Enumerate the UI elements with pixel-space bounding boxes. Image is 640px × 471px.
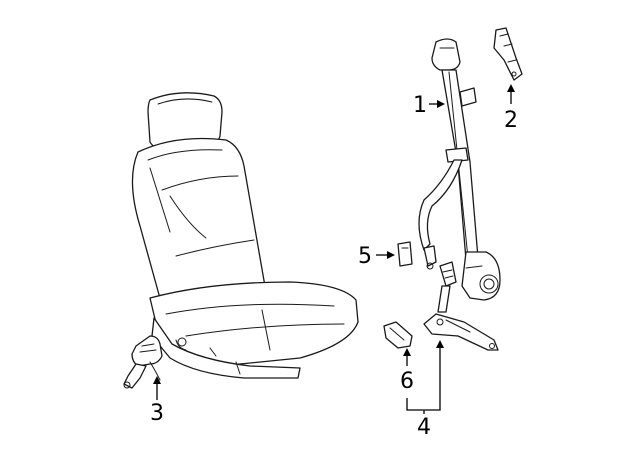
anchor-strap	[437, 285, 451, 313]
anchor-plate	[423, 313, 499, 351]
buckle-strap	[123, 363, 147, 389]
belt-bracket-part	[493, 27, 523, 81]
leader-lines	[153, 84, 515, 414]
seat-base	[151, 317, 301, 379]
callout-2: 2	[504, 108, 518, 133]
callout-1: 1	[413, 93, 427, 118]
bracket-body	[493, 27, 523, 81]
belt-clip	[445, 147, 469, 163]
tongue-strap	[418, 159, 463, 251]
callout-4: 4	[417, 415, 431, 440]
retractor	[461, 251, 501, 301]
upper-guide	[431, 38, 461, 71]
trim-cover-part-6	[383, 321, 413, 349]
cover-part-5	[397, 241, 413, 267]
cover-5-body	[397, 241, 413, 267]
callout-6: 6	[400, 369, 414, 394]
seat-belt-assembly-part	[418, 38, 501, 301]
height-adjuster	[459, 87, 477, 107]
callout-3: 3	[150, 401, 164, 426]
seat-belt-buckle-part	[123, 335, 163, 389]
seat-illustration	[131, 92, 359, 379]
anchor-buckle	[439, 261, 457, 287]
anchor-plate-part	[423, 261, 499, 351]
callout-5: 5	[358, 244, 372, 269]
